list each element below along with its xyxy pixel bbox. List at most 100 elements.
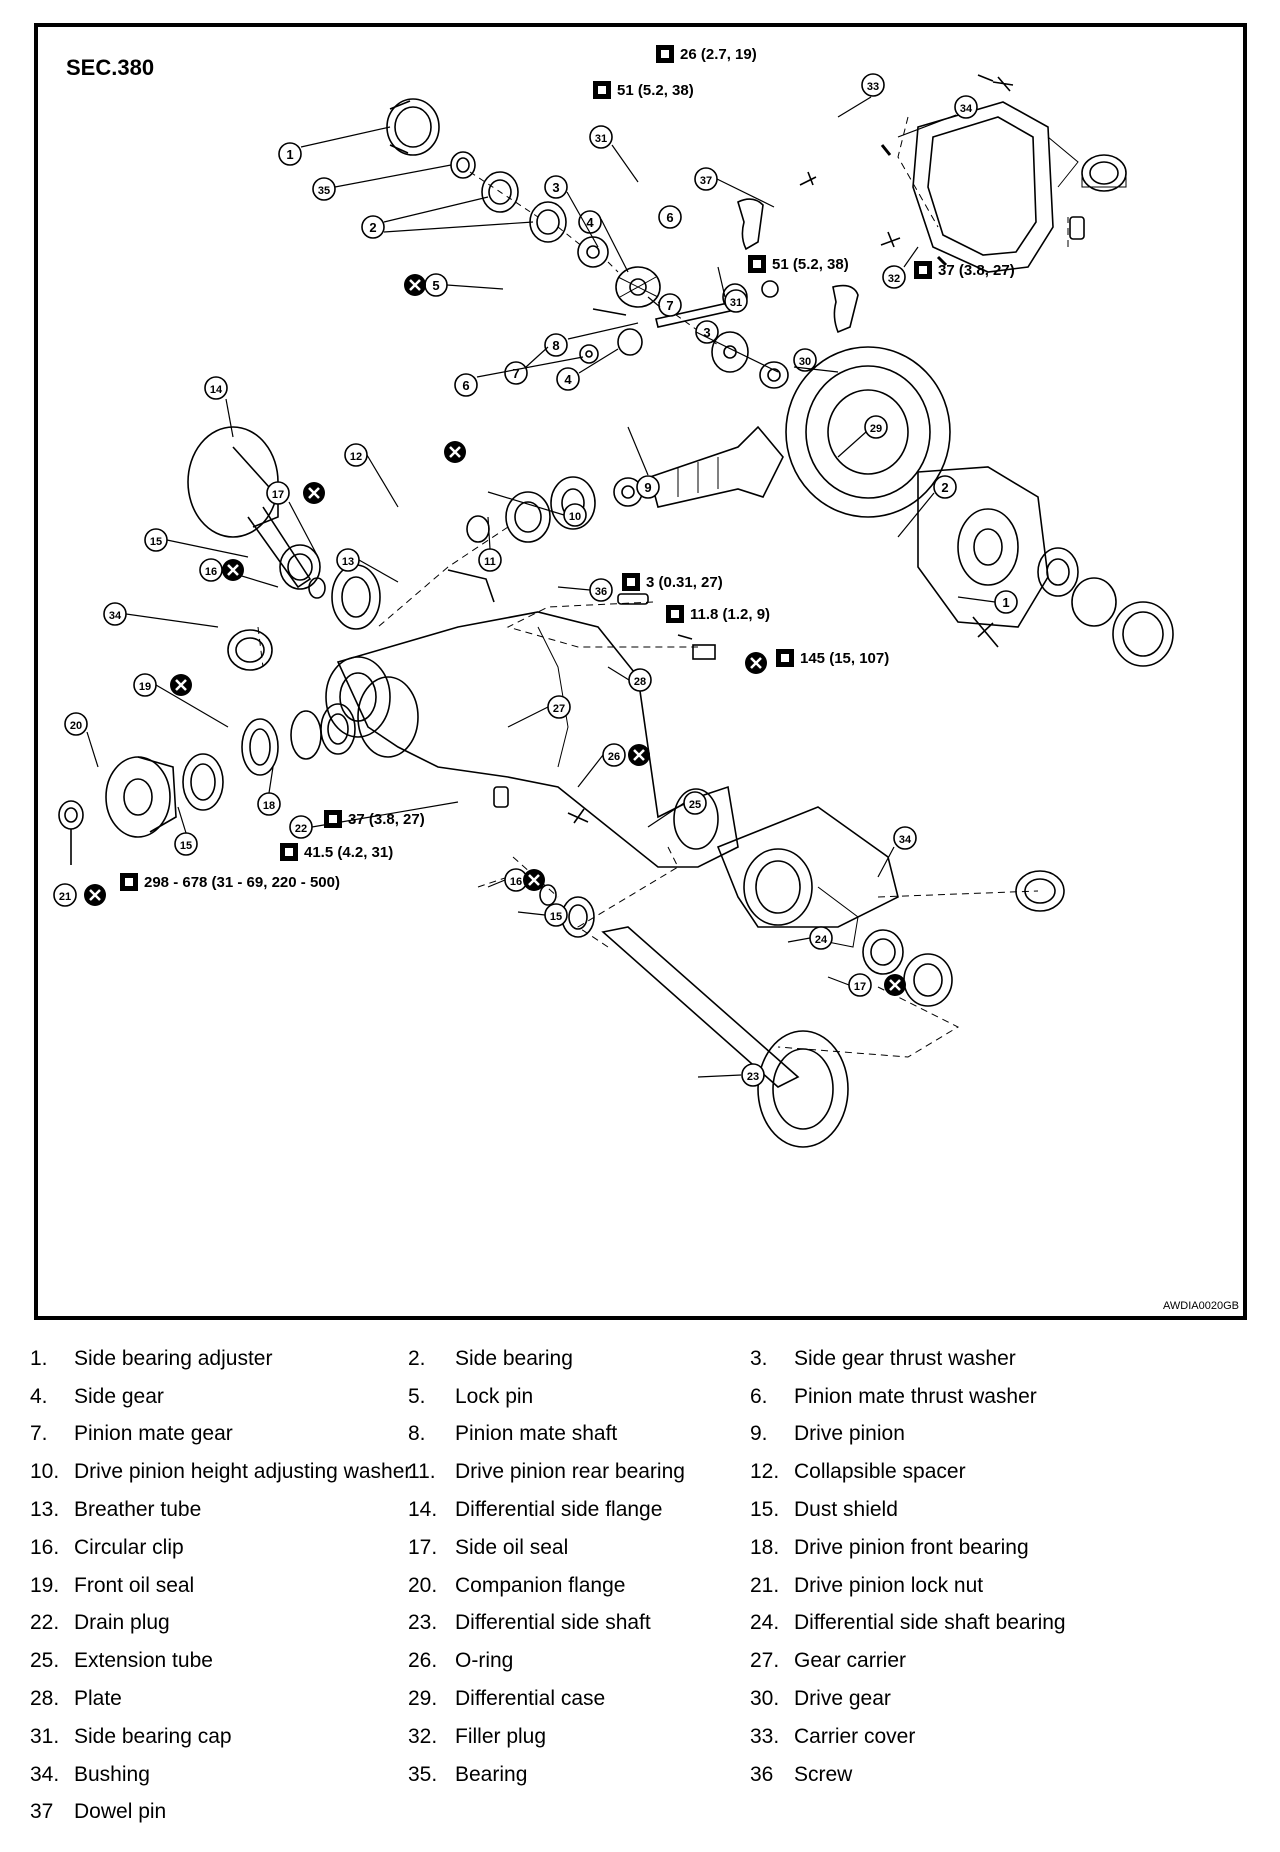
part-number-circle-1 xyxy=(278,142,302,166)
legend-label: Bushing xyxy=(74,1762,150,1786)
leader-line xyxy=(125,613,219,628)
leader-line xyxy=(487,491,565,516)
part-number-26: 26 xyxy=(608,751,620,763)
part-number-10: 10 xyxy=(569,511,581,523)
legend-number: 2. xyxy=(408,1346,426,1370)
torque-callout-text: 37 (3.8, 27) xyxy=(348,811,425,828)
part-number-circle-4 xyxy=(556,367,580,391)
legend-number: 36 xyxy=(750,1762,774,1786)
legend-label: Side gear thrust washer xyxy=(794,1346,1016,1370)
exploded-view-diagram: SEC.380 xyxy=(34,23,1247,1320)
leader-line xyxy=(487,879,506,888)
part-number-15: 15 xyxy=(180,840,192,852)
leader-line xyxy=(600,218,629,273)
leader-line xyxy=(557,586,591,591)
part-number-35: 35 xyxy=(318,185,330,197)
leader-line xyxy=(446,284,504,290)
torque-callout-text: 41.5 (4.2, 31) xyxy=(304,844,393,861)
leader-line xyxy=(697,1074,742,1078)
part-number-2: 2 xyxy=(369,220,376,235)
legend-number: 13. xyxy=(30,1498,60,1522)
leader-line xyxy=(837,431,867,458)
part-number-7: 7 xyxy=(512,366,519,381)
part-number-34: 34 xyxy=(899,834,912,846)
part-number-1: 1 xyxy=(1002,595,1009,610)
part-number-circle-14 xyxy=(204,376,228,400)
part-number-circle-9 xyxy=(636,475,660,499)
leader-line xyxy=(877,846,895,878)
legend-label: Drive pinion xyxy=(794,1422,905,1446)
part-number-circle-30 xyxy=(793,348,817,372)
part-number-circle-8 xyxy=(544,333,568,357)
legend-number: 27. xyxy=(750,1649,780,1673)
legend-label: Drive pinion lock nut xyxy=(794,1573,984,1597)
legend-label: Side bearing cap xyxy=(74,1724,232,1748)
legend-number: 10. xyxy=(30,1460,60,1484)
part-number-6: 6 xyxy=(666,210,673,225)
leader-line xyxy=(903,246,919,268)
drive-gear-part xyxy=(785,346,951,518)
leader-line xyxy=(787,937,811,943)
legend-label: Bearing xyxy=(455,1762,528,1786)
extension-tube-part xyxy=(716,806,899,948)
legend-label: Drain plug xyxy=(74,1611,170,1635)
legend-number: 12. xyxy=(750,1460,780,1484)
legend-label: Extension tube xyxy=(74,1649,213,1673)
legend-number: 19. xyxy=(30,1573,60,1597)
part-number-2: 2 xyxy=(941,480,948,495)
part-number-6: 6 xyxy=(462,378,469,393)
part-number-37: 37 xyxy=(700,175,712,187)
legend-label: Side oil seal xyxy=(455,1535,569,1559)
legend-label: Dust shield xyxy=(794,1498,898,1522)
companion-flange-part xyxy=(105,756,177,838)
leader-line xyxy=(225,398,234,438)
torque-callout-text: 26 (2.7, 19) xyxy=(680,46,757,63)
part-number-3: 3 xyxy=(703,325,710,340)
differential-case-part xyxy=(917,466,1049,628)
legend-label: Screw xyxy=(794,1762,853,1786)
part-number-circle-21 xyxy=(53,883,77,907)
part-number-7: 7 xyxy=(666,298,673,313)
part-number-4: 4 xyxy=(586,215,594,230)
leader-line xyxy=(383,196,489,223)
leader-line xyxy=(647,802,685,828)
part-number-31: 31 xyxy=(730,297,742,309)
legend-number: 25. xyxy=(30,1649,60,1673)
legend-number: 33. xyxy=(750,1724,780,1748)
part-number-14: 14 xyxy=(210,384,223,396)
legend-label: Breather tube xyxy=(74,1498,202,1522)
leader-line xyxy=(86,731,99,768)
legend-number: 9. xyxy=(750,1422,768,1446)
parts-drawing: 1352346578674330313137333432141211109292… xyxy=(53,45,1174,1148)
part-number-circle-7 xyxy=(504,361,528,385)
leader-line xyxy=(476,356,584,378)
part-number-circle-2 xyxy=(933,475,957,499)
part-number-24: 24 xyxy=(815,934,828,946)
leader-line xyxy=(155,684,229,728)
torque-callout-text: 145 (15, 107) xyxy=(800,650,889,667)
part-number-15: 15 xyxy=(150,536,162,548)
leader-line xyxy=(627,426,649,476)
part-number-33: 33 xyxy=(867,81,879,93)
legend-number: 4. xyxy=(30,1384,48,1408)
part-number-16: 16 xyxy=(205,566,217,578)
part-number-1: 1 xyxy=(286,147,293,162)
legend-label: Pinion mate thrust washer xyxy=(794,1384,1037,1408)
part-number-3: 3 xyxy=(552,180,559,195)
legend-number: 24. xyxy=(750,1611,780,1635)
part-number-28: 28 xyxy=(634,676,646,688)
legend-label: Circular clip xyxy=(74,1535,184,1559)
legend-number: 37 xyxy=(30,1800,54,1824)
leader-line xyxy=(793,366,839,373)
legend-label: Drive gear xyxy=(794,1687,891,1711)
gear-carrier-part xyxy=(325,611,739,868)
